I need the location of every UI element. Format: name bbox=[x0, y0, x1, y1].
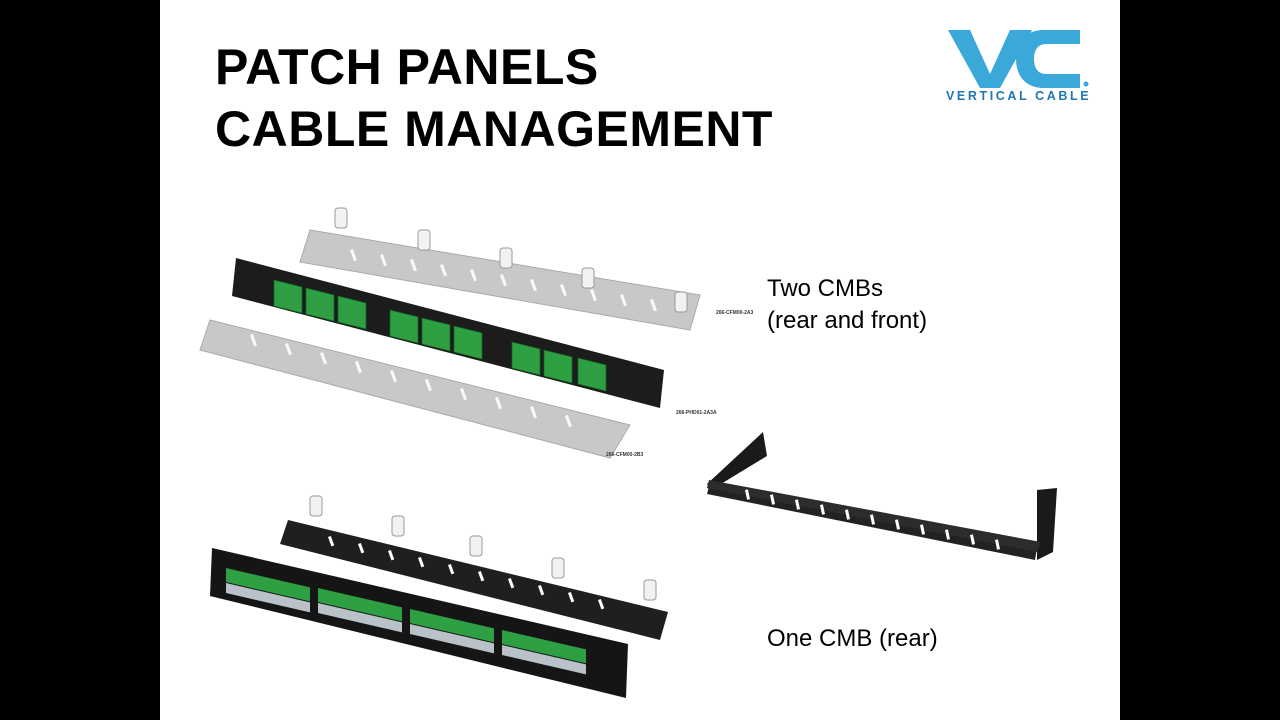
caption-one-cmb: One CMB (rear) bbox=[767, 623, 938, 655]
caption-two-line-1: Two CMBs bbox=[767, 275, 884, 302]
part-label-2: 266-PHD01-2A3A bbox=[676, 410, 717, 416]
title-line-1: PATCH PANELS bbox=[215, 39, 599, 95]
two-cmb-patch-panel-image: 266-CFM00-2A3 266-PHD01-2A3A 266-CFM00-2… bbox=[199, 207, 753, 459]
title-line-2: CABLE MANAGEMENT bbox=[215, 101, 773, 157]
part-label-1: 266-CFM00-2A3 bbox=[716, 310, 753, 316]
caption-two-cmbs: Two CMBs (rear and front) bbox=[767, 273, 927, 337]
caption-two-line-2: (rear and front) bbox=[767, 307, 928, 334]
one-cmb-patch-panel-image bbox=[210, 495, 668, 698]
standalone-cmb-image bbox=[707, 432, 1057, 560]
slide-title: PATCH PANELS CABLE MANAGEMENT bbox=[215, 36, 773, 160]
part-label-3: 266-CFM00-2B3 bbox=[606, 452, 643, 458]
vc-logo-icon bbox=[948, 30, 1089, 88]
caption-one-line: One CMB (rear) bbox=[767, 625, 938, 652]
logo-text: VERTICAL CABLE bbox=[946, 89, 1092, 103]
slide: PATCH PANELS CABLE MANAGEMENT VERTICAL C… bbox=[160, 0, 1120, 720]
